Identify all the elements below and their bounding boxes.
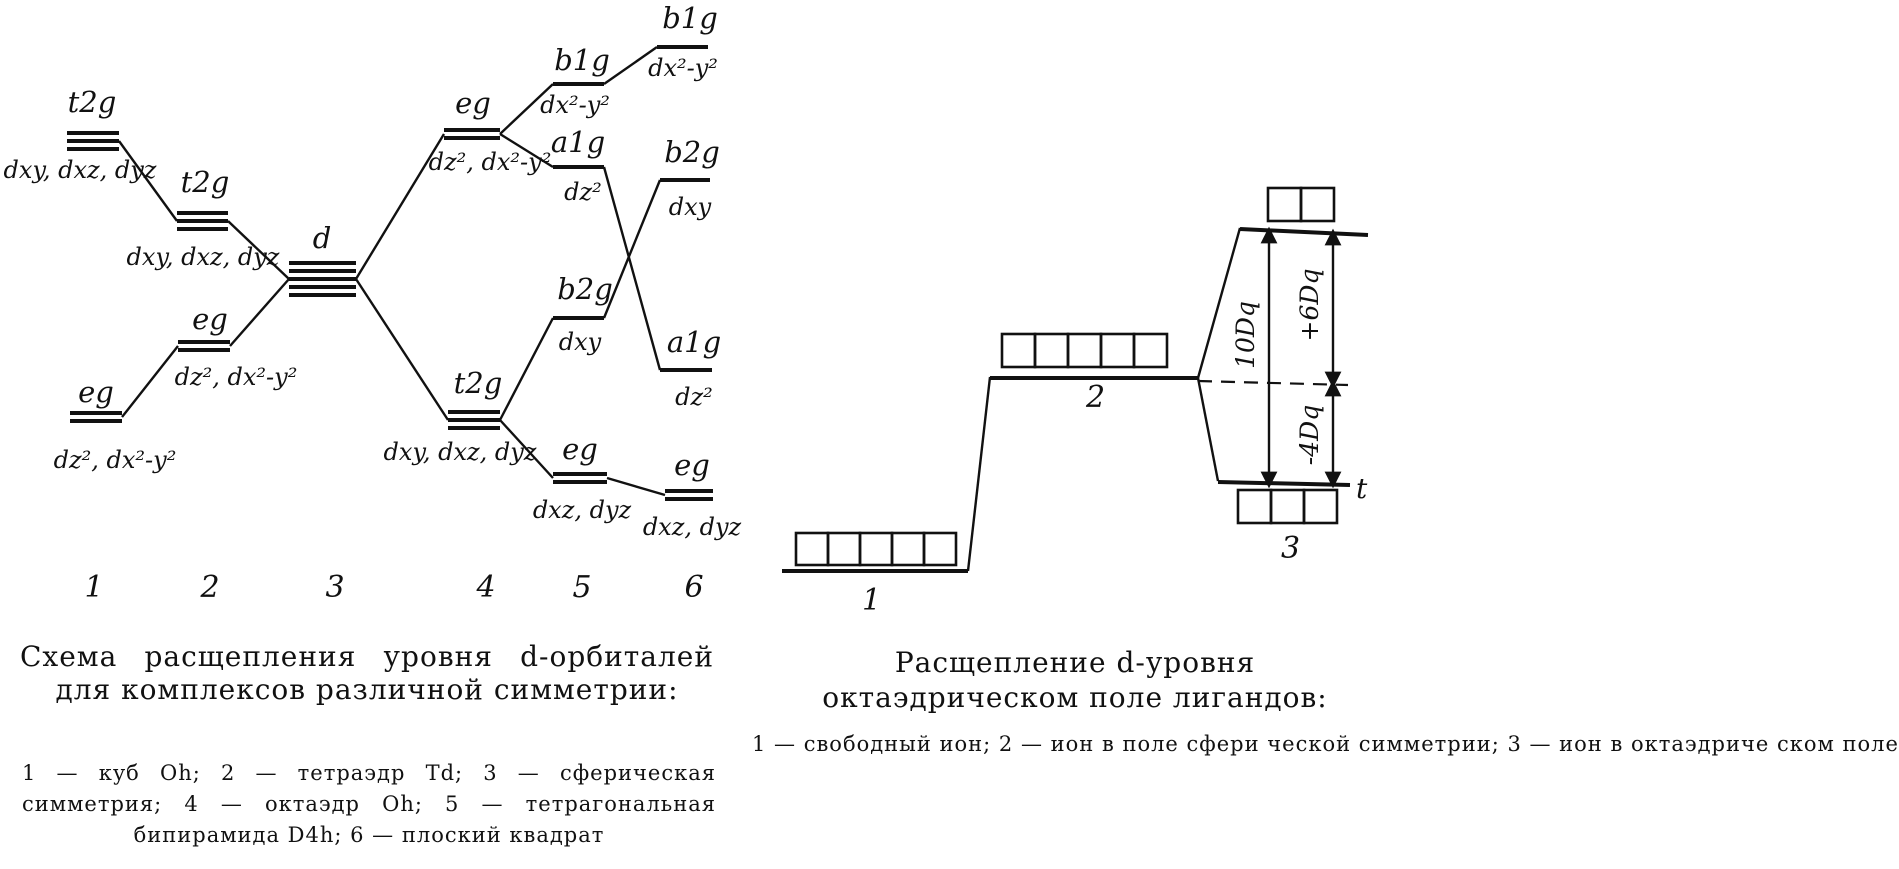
column-4-levels <box>444 128 500 430</box>
upper-shift-label: +6Dq <box>1295 269 1324 342</box>
left-caption-title: Схема расщепления уровня d-орбиталей для… <box>20 640 714 706</box>
column-number: 2 <box>199 570 219 605</box>
reference-dashed-line <box>1197 379 1349 387</box>
right-caption-title: Расщепление d-уровня октаэдрическом поле… <box>822 646 1328 714</box>
split-down-line <box>1196 377 1220 482</box>
column-2-levels <box>177 211 230 352</box>
column-number: 6 <box>684 570 703 605</box>
level-orbital-label: dxy, dxz, dyz <box>4 156 157 184</box>
column-1-levels <box>67 131 122 423</box>
level-orbital-label: dz², dx²-y² <box>54 446 177 474</box>
orbital-box <box>1132 332 1169 369</box>
orbital-box <box>826 531 862 567</box>
free-ion-orbital-boxes <box>794 531 958 567</box>
lower-orbital-boxes <box>1236 488 1339 525</box>
label-octahedral: 3 <box>1281 531 1300 566</box>
column-numbers: 1 2 3 4 5 6 <box>84 570 703 605</box>
level-orbital-label: dxy, dxz, dyz <box>127 243 280 271</box>
lower-shift-label: -4Dq <box>1295 405 1324 465</box>
level-symmetry-label: t2g <box>181 165 230 199</box>
column-3-levels <box>289 261 356 297</box>
level-symmetry-label: b2g <box>664 135 720 169</box>
orbital-box <box>1269 488 1306 525</box>
level-symmetry-label: eg <box>562 432 598 466</box>
level-symmetry-label: t2g <box>454 366 503 400</box>
level-symmetry-label: b2g <box>557 272 613 306</box>
level-orbital-label: dxz, dyz <box>533 496 632 524</box>
level-symmetry-label: a1g <box>551 125 605 159</box>
orbital-box <box>1299 186 1336 223</box>
level-orbital-label: dxy, dxz, dyz <box>384 438 537 466</box>
orbital-box <box>1033 332 1070 369</box>
level-symmetry-label: a1g <box>667 325 721 359</box>
orbital-box <box>1000 332 1037 369</box>
level-symmetry-label: eg <box>192 302 228 336</box>
level-orbital-label: dxy <box>559 328 602 356</box>
level-orbital-label: dz² <box>564 178 602 206</box>
connector-lines <box>118 46 666 497</box>
level-orbital-label: dxz, dyz <box>643 513 742 541</box>
splitting-diagrams: t2g dxy, dxz, dyz eg dz², dx²-y² t2g dxy, dxz… <box>4 1 1369 618</box>
column-number: 5 <box>572 570 591 605</box>
orbital-box <box>794 531 830 567</box>
level-symmetry-label: d <box>313 221 332 255</box>
cut-off-lower-label: t <box>1356 472 1368 505</box>
column-6-levels <box>657 45 713 501</box>
level-orbital-label: dx²-y² <box>540 91 610 119</box>
label-free-ion: 1 <box>862 583 881 618</box>
level-symmetry-label: b1g <box>662 1 718 35</box>
level-symmetry-label: t2g <box>68 85 117 119</box>
right-splitting-diagram: t 10Dq +6Dq -4Dq 1 2 3 <box>782 186 1369 618</box>
column-number: 4 <box>475 570 495 605</box>
level-symmetry-label: eg <box>674 448 710 482</box>
level-labels: t2g dxy, dxz, dyz eg dz², dx²-y² t2g dxy, dxz… <box>4 1 742 541</box>
orbital-box <box>1266 186 1303 223</box>
level-orbital-label: dz², dx²-y² <box>429 148 552 176</box>
eg-upper-level <box>1239 227 1369 237</box>
level-symmetry-label: eg <box>455 86 491 120</box>
level-orbital-label: dz², dx²-y² <box>175 363 298 391</box>
column-number: 1 <box>84 570 103 605</box>
orbital-box <box>1066 332 1103 369</box>
split-up-line <box>1196 227 1242 379</box>
orbital-box <box>922 531 958 567</box>
free-to-spherical-line <box>966 376 992 572</box>
column-5-levels <box>553 82 607 484</box>
right-caption-legend: 1 — свободный ион; 2 — ион в поле сфери … <box>752 732 1899 756</box>
left-caption-legend: 1 — куб Oh; 2 — тетраэдр Td; 3 — сфериче… <box>22 761 716 847</box>
level-orbital-label: dz² <box>675 383 713 411</box>
level-orbital-label: dxy <box>669 193 712 221</box>
level-symmetry-label: eg <box>78 375 114 409</box>
t2g-lower-level <box>1217 480 1351 487</box>
orbital-box <box>1302 488 1339 525</box>
orbital-box <box>1099 332 1136 369</box>
orbital-box <box>1236 488 1273 525</box>
level-orbital-label: dx²-y² <box>648 54 718 82</box>
upper-orbital-boxes <box>1266 186 1336 223</box>
column-number: 3 <box>325 570 344 605</box>
orbital-box <box>858 531 894 567</box>
total-splitting-label: 10Dq <box>1231 301 1260 369</box>
orbital-box <box>890 531 926 567</box>
level-symmetry-label: b1g <box>554 43 610 77</box>
label-spherical: 2 <box>1085 380 1105 415</box>
left-splitting-diagram: t2g dxy, dxz, dyz eg dz², dx²-y² t2g dxy, dxz… <box>4 1 742 605</box>
spherical-orbital-boxes <box>1000 332 1169 369</box>
